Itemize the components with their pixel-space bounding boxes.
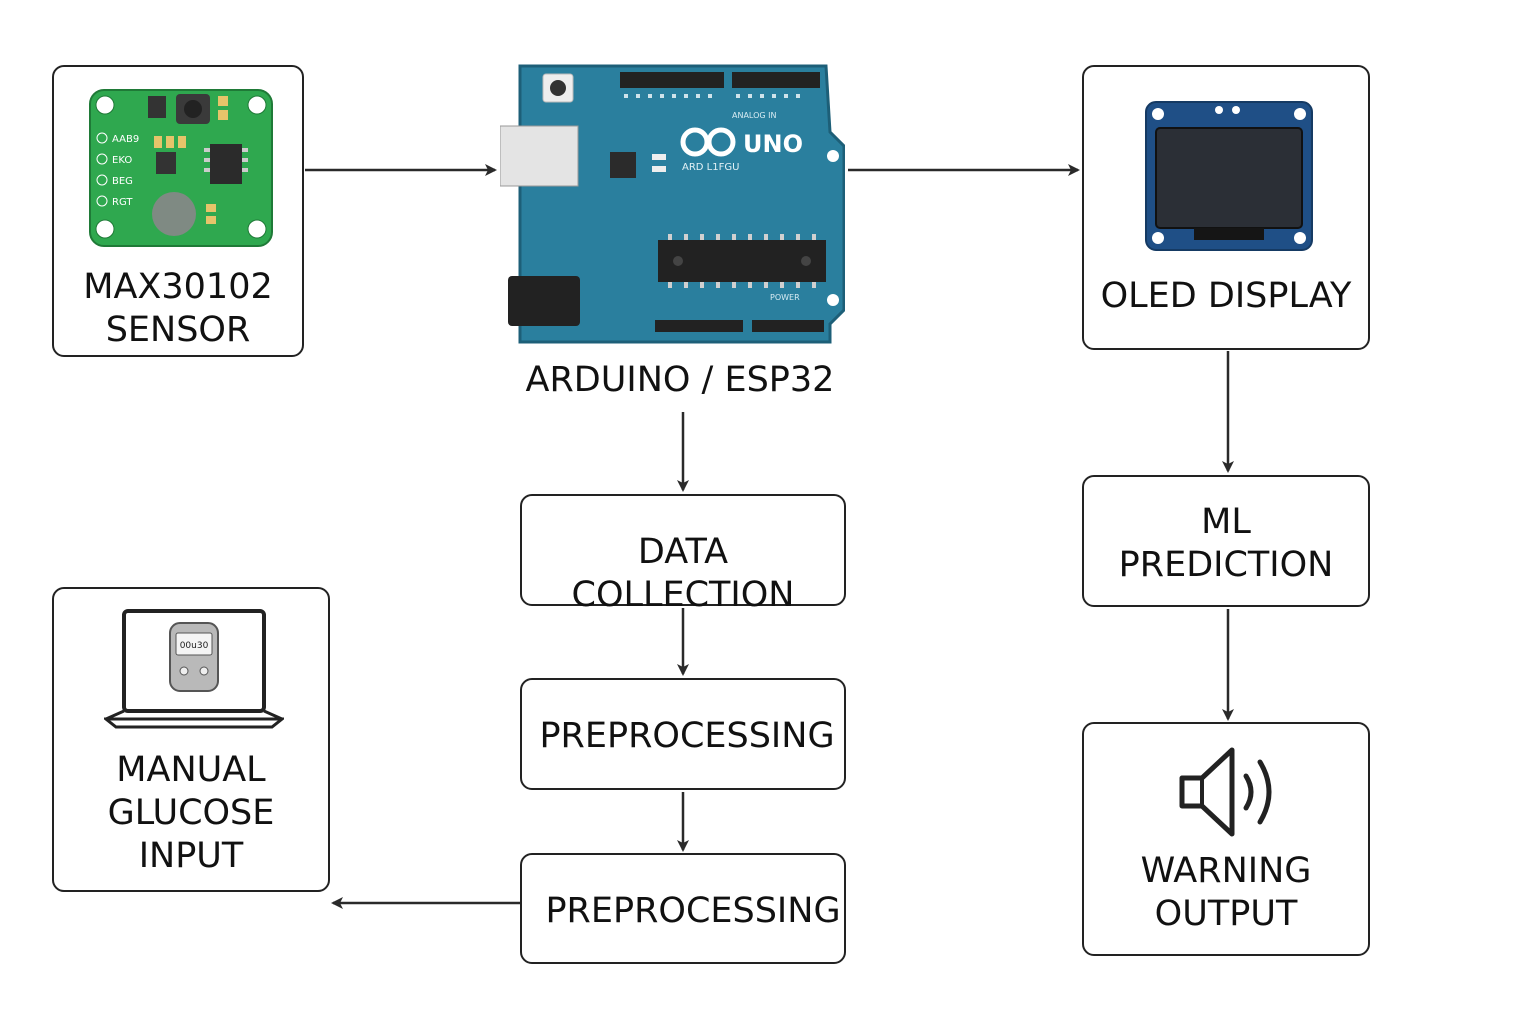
- arduino-subtext: ARD L1FGU: [682, 162, 739, 173]
- arduino-logo-text: UNO: [743, 130, 803, 158]
- preprocessing-label-2: PREPROCESSING: [545, 891, 841, 931]
- laptop-icon: 00u30: [104, 609, 284, 729]
- preprocessing-node-2: PREPROCESSING: [520, 853, 846, 964]
- preprocessing-node: PREPROCESSING: [520, 678, 846, 790]
- oled-module-icon: [1145, 101, 1313, 251]
- glucose-meter-icon: 00u30: [169, 622, 219, 692]
- arduino-uno-board-icon: ANALOG IN UNO ARD L1FGU POWER: [500, 64, 845, 344]
- manual-input-node: 00u30 MANUAL GLUCOSE INPUT: [52, 587, 330, 892]
- max30102-sensor-board-icon: AAB9 EKO BEG RGT: [89, 89, 273, 247]
- oled-node: OLED DISPLAY: [1082, 65, 1370, 350]
- sensor-label: MAX30102 SENSOR: [83, 267, 273, 350]
- data-collection-node: DATA COLLECTION: [520, 494, 846, 615]
- sensor-pin-label: RGT: [112, 197, 133, 208]
- oled-label: OLED DISPLAY: [1100, 276, 1352, 316]
- sensor-pin-label: BEG: [112, 176, 133, 187]
- arduino-header-text: POWER: [770, 293, 800, 302]
- glucose-meter-readout: 00u30: [180, 641, 209, 651]
- warning-output-label: WARNING OUTPUT: [1140, 851, 1312, 934]
- ml-prediction-node: ML PREDICTION: [1082, 475, 1370, 607]
- manual-input-label: MANUAL GLUCOSE INPUT: [107, 750, 275, 876]
- sensor-pin-label: EKO: [112, 155, 132, 166]
- preprocessing-label: PREPROCESSING: [539, 716, 835, 756]
- warning-output-node: WARNING OUTPUT: [1082, 722, 1370, 956]
- arduino-label: ARDUINO / ESP32: [525, 360, 835, 400]
- data-collection-label: DATA COLLECTION: [571, 532, 795, 615]
- sensor-node: AAB9 EKO BEG RGT MAX30102 SENSOR: [52, 65, 304, 357]
- ml-prediction-label: ML PREDICTION: [1118, 502, 1334, 585]
- sensor-pin-label: AAB9: [112, 134, 139, 145]
- arduino-header-text: ANALOG IN: [732, 111, 777, 120]
- speaker-icon: [1179, 747, 1272, 837]
